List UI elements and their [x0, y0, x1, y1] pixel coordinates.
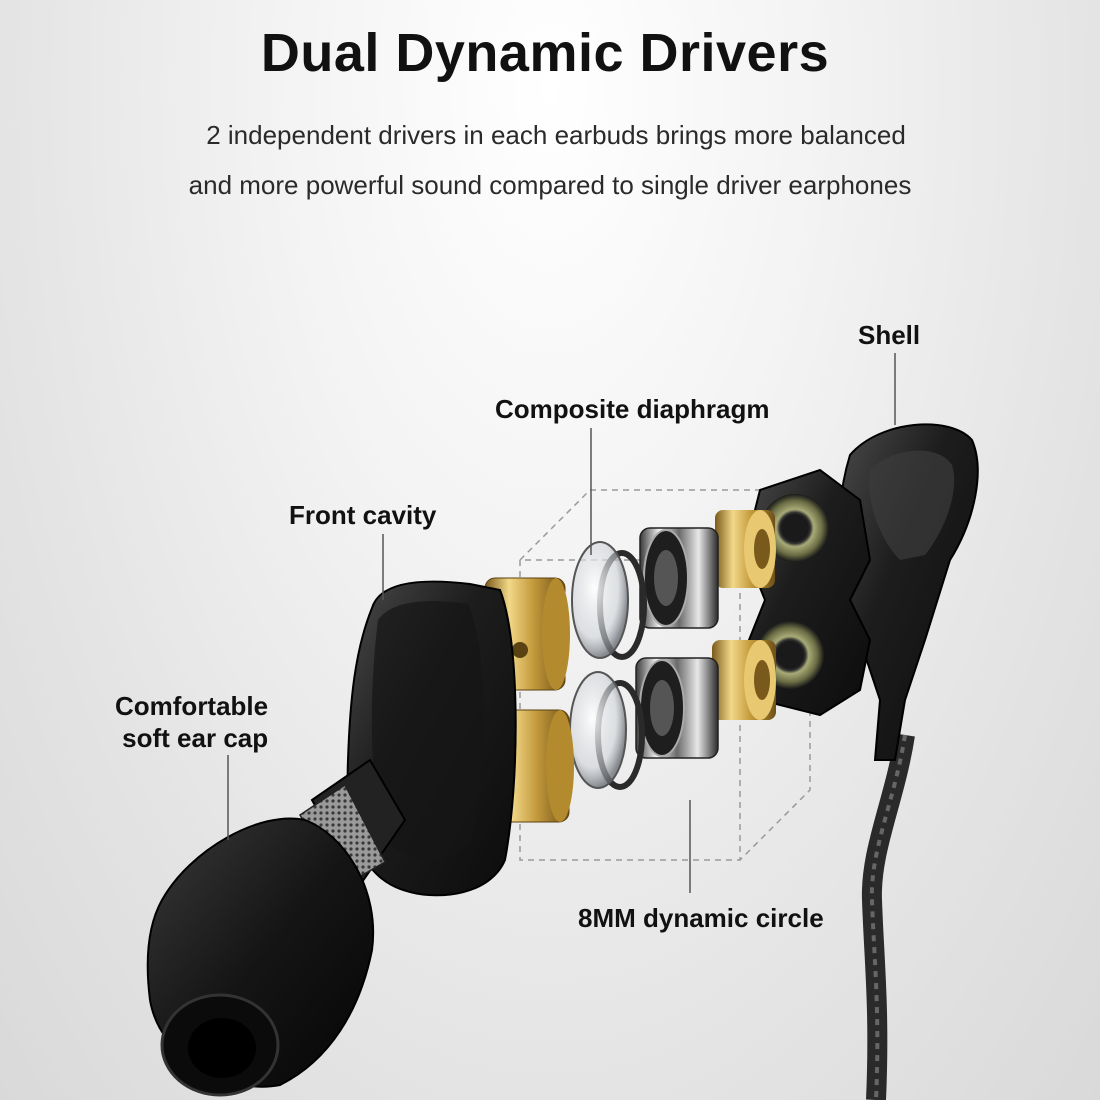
leader-lines: [227, 353, 896, 893]
chrome-coil-bottom: [635, 657, 719, 759]
callout-dynamic-circle: 8MM dynamic circle: [578, 903, 824, 933]
subtitle-line-1: 2 independent drivers in each earbuds br…: [206, 120, 906, 150]
page-title: Dual Dynamic Drivers: [260, 23, 830, 83]
gold-magnet-bottom: [712, 640, 776, 720]
callout-ear-cap-line1: Comfortable: [115, 691, 269, 721]
subtitle-line-2: and more powerful sound compared to sing…: [188, 170, 912, 200]
diaphragm-top: [571, 541, 647, 660]
diaphragm-bottom: [569, 671, 645, 790]
gold-magnet-top: [715, 510, 776, 588]
cable-braid: [869, 734, 907, 1100]
soft-ear-cap: [146, 817, 375, 1097]
chrome-coil-top: [639, 527, 719, 629]
callout-front-cavity: Front cavity: [289, 500, 437, 530]
callout-composite-diaphragm: Composite diaphragm: [495, 394, 770, 424]
callout-shell: Shell: [858, 320, 921, 350]
callout-ear-cap: Comfortable soft ear cap: [115, 690, 268, 754]
callout-ear-cap-line2: soft ear cap: [122, 723, 269, 753]
